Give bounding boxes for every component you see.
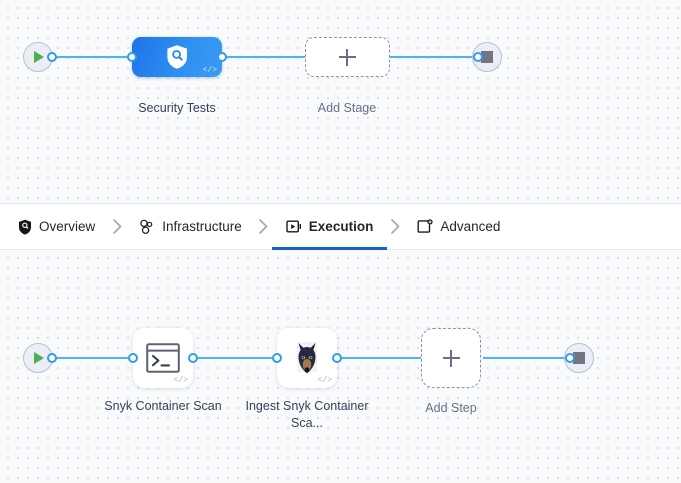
- chevron-right-icon: [259, 219, 268, 234]
- shield-icon: [18, 219, 32, 235]
- stage-node-input-port[interactable]: [127, 52, 137, 62]
- step-start-port[interactable]: [47, 353, 57, 363]
- plus-icon: [339, 48, 356, 66]
- pipeline-tabbar: Overview Infrastructure: [0, 203, 681, 250]
- tab-separator-3: [373, 218, 417, 235]
- shield-search-icon: [167, 45, 187, 69]
- chevron-right-icon: [390, 219, 400, 234]
- wire-step1-to-step2: [192, 357, 282, 359]
- tab-infrastructure[interactable]: Infrastructure: [139, 203, 242, 250]
- step2-label: Ingest Snyk Container Sca...: [245, 399, 369, 430]
- stage-code-mark: </>: [202, 66, 217, 75]
- tab-execution-label: Execution: [308, 219, 374, 234]
- wire-step2-to-addstep: [336, 357, 421, 359]
- add-stage-label: Add Stage: [317, 101, 377, 115]
- wire-addstep-to-end: [483, 357, 565, 359]
- chevron-right-icon: [112, 219, 122, 234]
- step-end-port[interactable]: [565, 353, 575, 363]
- snyk-doberman-icon: [297, 342, 317, 373]
- play-box-icon: [286, 219, 302, 234]
- play-icon: [34, 51, 44, 63]
- stage-node-output-port[interactable]: [217, 52, 227, 62]
- step2-output-port[interactable]: [332, 353, 342, 363]
- stage-end-port[interactable]: [473, 52, 483, 62]
- step-node-snyk-container-scan[interactable]: </>: [133, 328, 193, 388]
- tab-infrastructure-label: Infrastructure: [162, 219, 242, 234]
- stages-canvas[interactable]: </> Security Tests Add Stage: [0, 0, 681, 203]
- settings-box-icon: [417, 218, 433, 235]
- stage-node-label: Security Tests: [138, 101, 216, 115]
- steps-canvas[interactable]: </> Snyk Container Scan: [0, 250, 681, 483]
- play-icon: [34, 352, 44, 364]
- add-step-button[interactable]: [421, 328, 481, 388]
- wire-stage-to-addstage: [217, 56, 307, 58]
- stop-icon: [481, 51, 493, 63]
- tab-advanced-label: Advanced: [440, 219, 501, 234]
- step1-output-port[interactable]: [188, 353, 198, 363]
- step-node-ingest-snyk-container-scan[interactable]: </>: [277, 328, 337, 388]
- tab-separator-1: [95, 218, 139, 235]
- stage-node-security-tests[interactable]: </>: [132, 37, 222, 77]
- step1-code-mark: </>: [173, 376, 188, 385]
- wire-start-to-stage: [48, 56, 136, 58]
- step1-input-port[interactable]: [128, 353, 138, 363]
- tab-advanced[interactable]: Advanced: [417, 203, 500, 250]
- stage-end-node[interactable]: [472, 42, 502, 72]
- step2-input-port[interactable]: [272, 353, 282, 363]
- tab-execution[interactable]: Execution: [271, 203, 387, 250]
- tab-overview-label: Overview: [39, 219, 96, 234]
- tab-separator-2: [242, 218, 286, 235]
- add-step-label: Add Step: [425, 401, 477, 415]
- plus-icon: [442, 349, 460, 367]
- tab-overview[interactable]: Overview: [18, 203, 95, 250]
- stage-start-port[interactable]: [47, 52, 57, 62]
- stop-icon: [573, 352, 585, 364]
- step1-label: Snyk Container Scan: [104, 399, 222, 413]
- wire-start-to-step1: [48, 357, 136, 359]
- terminal-icon: [146, 343, 180, 373]
- add-stage-button[interactable]: [305, 37, 390, 77]
- wire-addstage-to-end: [386, 56, 478, 58]
- nodes-icon: [139, 219, 155, 235]
- step2-code-mark: </>: [317, 376, 332, 385]
